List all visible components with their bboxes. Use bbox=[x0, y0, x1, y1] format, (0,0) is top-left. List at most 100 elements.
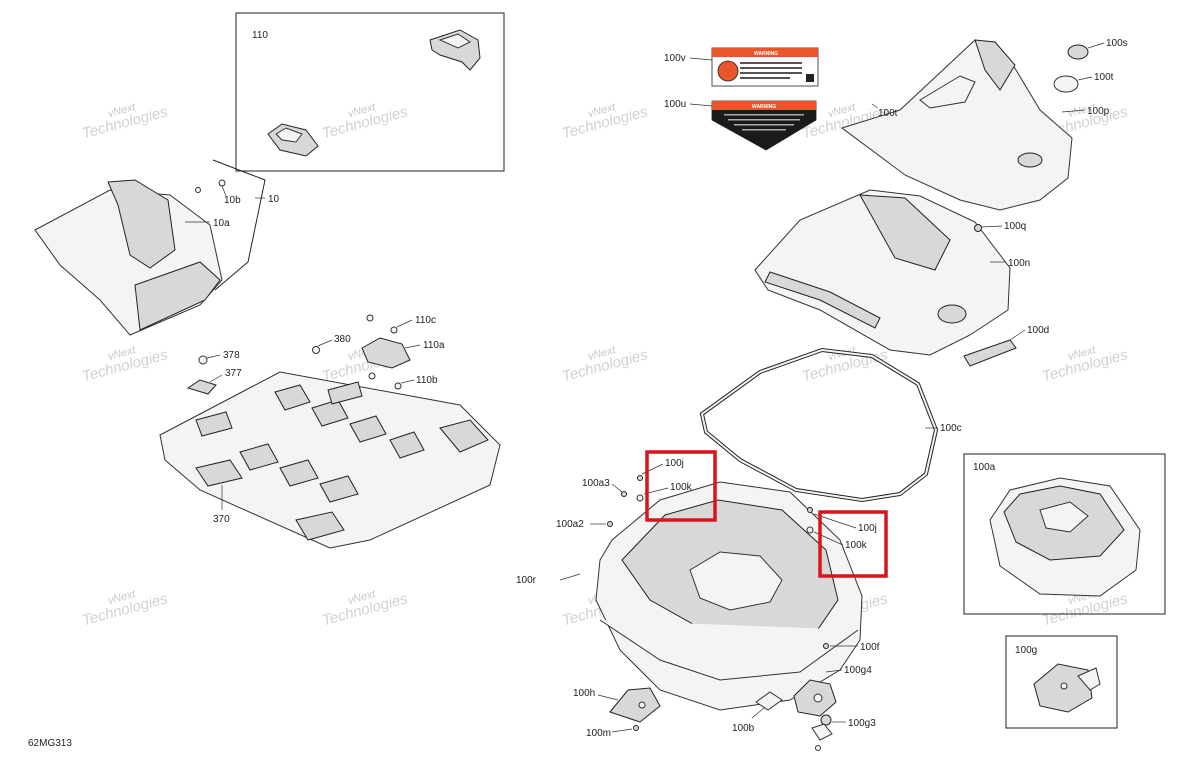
leader-100h bbox=[597, 694, 619, 701]
warning-label-title: WARNING bbox=[752, 104, 776, 110]
cap-100s bbox=[1067, 44, 1089, 60]
part-100p-lid-cover bbox=[840, 39, 1073, 211]
handle-part-lower bbox=[267, 123, 319, 157]
callout-100u: 100u bbox=[664, 99, 686, 110]
callout-100k: 100k bbox=[670, 482, 693, 493]
leader-100v bbox=[689, 57, 713, 61]
callout-100h: 100h bbox=[573, 688, 595, 699]
callout-100a2: 100a2 bbox=[556, 519, 584, 530]
callout-100r: 100r bbox=[516, 575, 537, 586]
leader-100t bbox=[1077, 76, 1093, 81]
leader-100b bbox=[751, 707, 765, 719]
callout-100q: 100q bbox=[1004, 221, 1026, 232]
screw-100q bbox=[974, 224, 982, 232]
screw-378 bbox=[198, 355, 208, 365]
inset-box-100a bbox=[963, 453, 1166, 615]
inset-lock-part bbox=[1033, 663, 1101, 713]
ring-100t bbox=[1053, 75, 1079, 93]
inset-box-100g bbox=[1005, 635, 1118, 729]
leader-110a bbox=[404, 344, 421, 349]
leader-100u bbox=[689, 103, 713, 107]
leader-100g4 bbox=[825, 669, 843, 673]
leader-100t2 bbox=[871, 103, 879, 109]
leader-100p bbox=[1061, 109, 1086, 113]
bracket-line-10 bbox=[212, 159, 266, 291]
callout-10: 10 bbox=[268, 194, 280, 205]
callout-100g3: 100g3 bbox=[848, 718, 876, 729]
screw-100a3 bbox=[621, 491, 627, 497]
callout-100m: 100m bbox=[586, 728, 611, 739]
callout-100t2: 100t bbox=[878, 108, 898, 119]
screw-100a2 bbox=[607, 521, 613, 527]
part-100a-trunk-tub bbox=[595, 481, 863, 711]
callout-10b: 10b bbox=[224, 195, 241, 206]
callout-100j: 100j bbox=[665, 458, 684, 469]
leader-10b bbox=[221, 185, 227, 197]
washer-100k bbox=[636, 494, 644, 502]
lock-100g4 bbox=[793, 679, 837, 717]
bracket-377 bbox=[186, 379, 217, 395]
callout-100v: 100v bbox=[664, 53, 686, 64]
callout-100c: 100c bbox=[940, 423, 962, 434]
leader-380 bbox=[317, 339, 333, 347]
warning-label-100v: WARNING bbox=[711, 47, 819, 87]
leader-378 bbox=[206, 354, 221, 359]
highlight-box-100j-100k bbox=[645, 450, 717, 522]
leader-377 bbox=[209, 374, 223, 383]
part-10a-cover bbox=[34, 179, 223, 336]
callout-370: 370 bbox=[213, 514, 230, 525]
highlight-box-100j-100k bbox=[818, 510, 888, 578]
leader-100s bbox=[1087, 42, 1105, 49]
nut-110b bbox=[368, 372, 376, 380]
callout-110c: 110c bbox=[415, 315, 436, 326]
callout-100f: 100f bbox=[860, 642, 880, 653]
leader-100a3 bbox=[611, 483, 623, 493]
handle-110a bbox=[361, 337, 411, 369]
callout-100a: 100a bbox=[973, 462, 996, 473]
handle-part-upper bbox=[429, 29, 481, 71]
screw-100j bbox=[637, 475, 643, 481]
part-100t-pad bbox=[919, 75, 976, 109]
inset-box-110 bbox=[235, 12, 505, 172]
callout-100g: 100g bbox=[1015, 645, 1037, 656]
callout-100k2: 100k bbox=[845, 540, 868, 551]
callout-110b: 110b bbox=[416, 375, 438, 386]
callout-110: 110 bbox=[252, 30, 268, 41]
screw-110c bbox=[390, 326, 398, 334]
callout-100b: 100b bbox=[732, 723, 755, 734]
screw-100f bbox=[823, 643, 829, 649]
warning-label-title: WARNING bbox=[754, 51, 778, 57]
callout-100n: 100n bbox=[1008, 258, 1030, 269]
leader-100j bbox=[641, 463, 664, 475]
screw-110c bbox=[366, 314, 374, 322]
callout-377: 377 bbox=[225, 368, 242, 379]
screw-100m bbox=[633, 725, 639, 731]
washer-100k bbox=[806, 526, 814, 534]
leader-110c bbox=[396, 319, 413, 328]
callout-100p: 100p bbox=[1087, 106, 1110, 117]
callout-100d: 100d bbox=[1027, 325, 1049, 336]
callout-110a: 110a bbox=[423, 340, 445, 351]
part-100n-lid bbox=[754, 189, 1011, 356]
callout-100t: 100t bbox=[1094, 72, 1114, 83]
callout-380: 380 bbox=[334, 334, 351, 345]
pad-100b bbox=[755, 691, 783, 711]
nut-110b bbox=[394, 382, 402, 390]
callout-100g4: 100g4 bbox=[844, 665, 872, 676]
latch-100h bbox=[609, 687, 661, 723]
callout-10a: 10a bbox=[213, 218, 230, 229]
inset-trunk-tub bbox=[989, 477, 1141, 597]
leader-100q bbox=[981, 225, 1003, 228]
callout-100s: 100s bbox=[1106, 38, 1128, 49]
warning-label-100u: WARNING bbox=[711, 100, 817, 151]
part-100c-seal bbox=[699, 347, 939, 503]
callout-100j2: 100j bbox=[858, 523, 877, 534]
screw-380 bbox=[312, 346, 320, 354]
cylinder-100g3 bbox=[811, 714, 833, 751]
diagram-code: 62MG313 bbox=[28, 738, 72, 749]
screw-100j bbox=[807, 507, 813, 513]
callout-378: 378 bbox=[223, 350, 240, 361]
leader-110b bbox=[400, 379, 415, 384]
callout-100a3: 100a3 bbox=[582, 478, 610, 489]
pin-100r bbox=[559, 573, 581, 581]
